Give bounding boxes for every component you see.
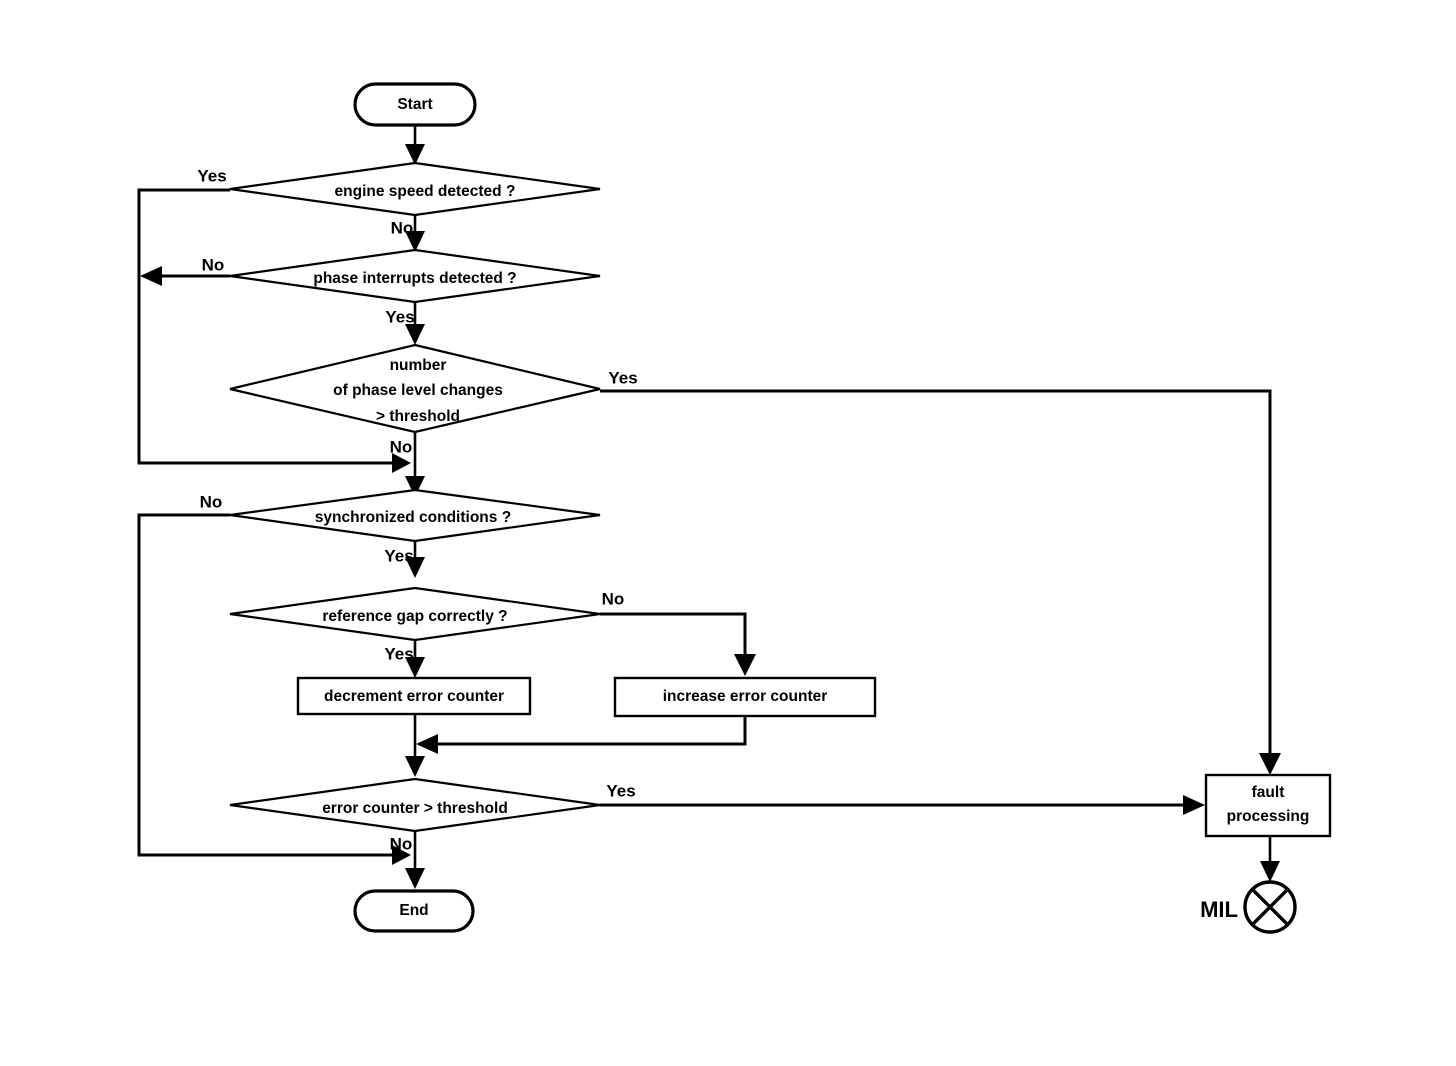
node-mil-lamp[interactable] — [1243, 880, 1297, 934]
node-process-decrement-error-counter-label: decrement error counter — [324, 688, 504, 705]
edge-d2-yes-to-d3 — [405, 302, 425, 345]
node-decision-phase-level-changes-line2: of phase level changes — [333, 382, 503, 399]
edge-label-d5-yes: Yes — [384, 644, 413, 663]
edge-d5-yes-to-decrement — [405, 640, 425, 678]
node-decision-phase-interrupts-label: phase interrupts detected ? — [313, 270, 516, 287]
edge-d3-no-to-d4 — [405, 432, 425, 497]
node-process-fault-processing-line1: fault — [1252, 784, 1285, 801]
node-decision-synchronized-conditions-label: synchronized conditions ? — [315, 509, 511, 526]
node-decision-synchronized-conditions[interactable]: synchronized conditions ? — [229, 488, 601, 543]
mil-label: MIL — [1200, 897, 1238, 922]
edge-d6-yes-to-fault — [600, 795, 1205, 815]
edge-d5-no-to-increase — [600, 612, 756, 676]
edge-d1-yes-loop — [137, 188, 411, 473]
node-decision-reference-gap[interactable]: reference gap correctly ? — [229, 586, 601, 642]
edge-label-d2-yes: Yes — [385, 307, 414, 326]
edge-label-d3-no: No — [390, 437, 413, 456]
node-end[interactable]: End — [353, 889, 475, 933]
edge-label-d4-no: No — [200, 492, 223, 511]
node-process-increase-error-counter[interactable]: increase error counter — [613, 676, 877, 718]
edge-fault-to-mil — [1260, 836, 1280, 882]
node-decision-error-counter-label: error counter > threshold — [322, 800, 508, 817]
edge-label-d1-no: No — [391, 218, 414, 237]
edge-start-to-d1 — [405, 124, 425, 165]
node-decision-phase-level-changes-line1: number — [390, 357, 447, 374]
edge-label-d1-yes: Yes — [197, 166, 226, 185]
edge-label-d4-yes: Yes — [384, 546, 413, 565]
edge-label-d2-no: No — [202, 255, 225, 274]
edge-d3-yes-to-fault — [600, 389, 1281, 775]
edge-label-d5-no: No — [602, 589, 625, 608]
node-process-decrement-error-counter[interactable]: decrement error counter — [296, 676, 532, 716]
edge-d4-yes-to-d5 — [405, 541, 425, 578]
edge-decrement-to-d6 — [405, 714, 425, 777]
edge-label-d6-yes: Yes — [606, 781, 635, 800]
node-decision-phase-level-changes[interactable]: number of phase level changes > threshol… — [229, 343, 601, 434]
edge-d2-no-loop — [140, 266, 230, 286]
node-decision-phase-interrupts[interactable]: phase interrupts detected ? — [229, 248, 601, 304]
node-process-fault-processing-line2: processing — [1227, 808, 1310, 825]
edge-label-d6-no: No — [390, 834, 413, 853]
node-end-label: End — [399, 902, 428, 919]
edge-d4-no-loop — [137, 513, 411, 865]
edge-d6-no-to-end — [405, 831, 425, 889]
node-process-fault-processing[interactable]: fault processing — [1204, 773, 1332, 838]
node-start[interactable]: Start — [353, 82, 477, 127]
node-decision-engine-speed-label: engine speed detected ? — [335, 183, 516, 200]
edge-increase-to-merge — [416, 717, 747, 754]
node-start-label: Start — [397, 96, 432, 113]
node-decision-engine-speed[interactable]: engine speed detected ? — [229, 161, 601, 217]
node-decision-phase-level-changes-line3: > threshold — [376, 408, 460, 425]
node-decision-error-counter[interactable]: error counter > threshold — [229, 777, 601, 833]
node-decision-reference-gap-label: reference gap correctly ? — [322, 608, 507, 625]
node-process-increase-error-counter-label: increase error counter — [663, 688, 828, 705]
edge-label-d3-yes: Yes — [608, 368, 637, 387]
edge-d1-no-to-d2 — [405, 215, 425, 252]
